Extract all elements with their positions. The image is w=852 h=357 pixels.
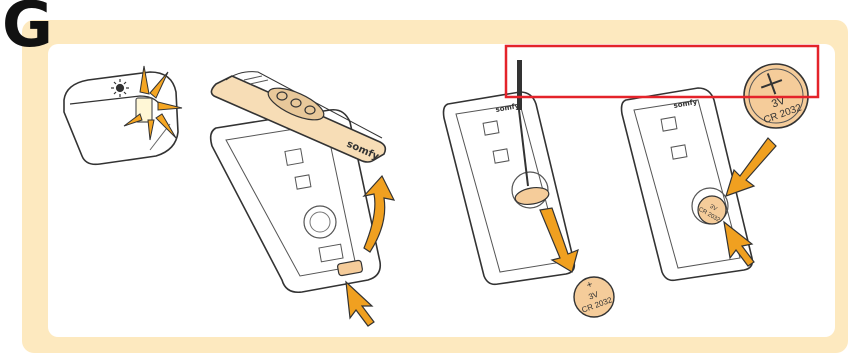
inserted-battery: 3V CR 2032 [697,196,726,224]
panel-led [64,66,182,164]
removed-battery: + 3V CR 2032 [574,277,614,317]
step-letter: G [2,0,51,56]
